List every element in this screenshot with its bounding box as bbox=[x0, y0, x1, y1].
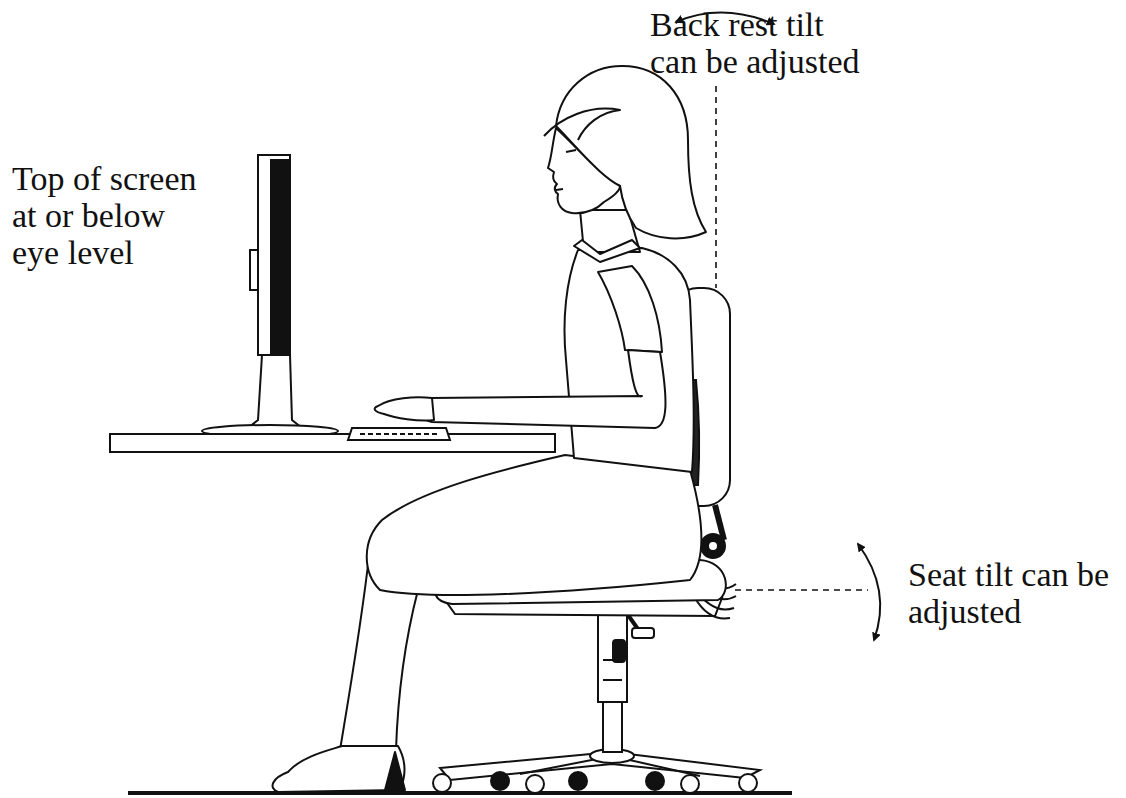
annotation-label: Back rest tilt can be adjusted bbox=[650, 6, 870, 80]
adjustment-indicators bbox=[676, 12, 880, 640]
chair-wheel bbox=[526, 775, 544, 793]
lever-knob bbox=[632, 628, 654, 638]
desk-top bbox=[110, 434, 555, 452]
chair-wheel bbox=[681, 775, 699, 793]
monitor-body bbox=[258, 155, 290, 355]
tilt-knob-center bbox=[708, 541, 718, 551]
annotation-label: Top of screen at or below eye level bbox=[12, 160, 212, 271]
monitor bbox=[202, 155, 338, 437]
chair-wheel bbox=[646, 772, 664, 790]
hand bbox=[375, 397, 434, 420]
thigh bbox=[367, 455, 702, 595]
keyboard bbox=[348, 428, 450, 440]
hair-fringe bbox=[544, 109, 620, 140]
monitor-screen bbox=[271, 160, 288, 353]
mouth bbox=[556, 189, 563, 190]
gas-column-lower bbox=[603, 700, 622, 752]
shoe bbox=[273, 746, 405, 792]
shoe-heel bbox=[385, 752, 405, 790]
chair-wheel bbox=[569, 772, 587, 790]
desk bbox=[110, 428, 555, 452]
sleeve bbox=[598, 266, 662, 352]
annotation-label: Seat tilt can be adjusted bbox=[908, 556, 1123, 630]
eye bbox=[566, 150, 576, 152]
tilt-knob bbox=[701, 534, 725, 558]
arm bbox=[421, 350, 666, 428]
chair-wheel bbox=[739, 774, 757, 792]
gas-column bbox=[598, 612, 627, 702]
chair-wheel bbox=[491, 772, 509, 790]
seated-woman bbox=[273, 66, 706, 792]
chair-wheel bbox=[433, 774, 451, 792]
seat-tilt-arrow bbox=[858, 544, 880, 640]
lever-handle bbox=[613, 640, 625, 662]
seat-axis-line bbox=[735, 589, 868, 591]
backrest-axis-line bbox=[715, 86, 717, 288]
monitor-stand bbox=[248, 355, 302, 428]
keyboard-keys bbox=[360, 433, 440, 435]
face bbox=[548, 128, 620, 213]
collar bbox=[574, 240, 640, 262]
